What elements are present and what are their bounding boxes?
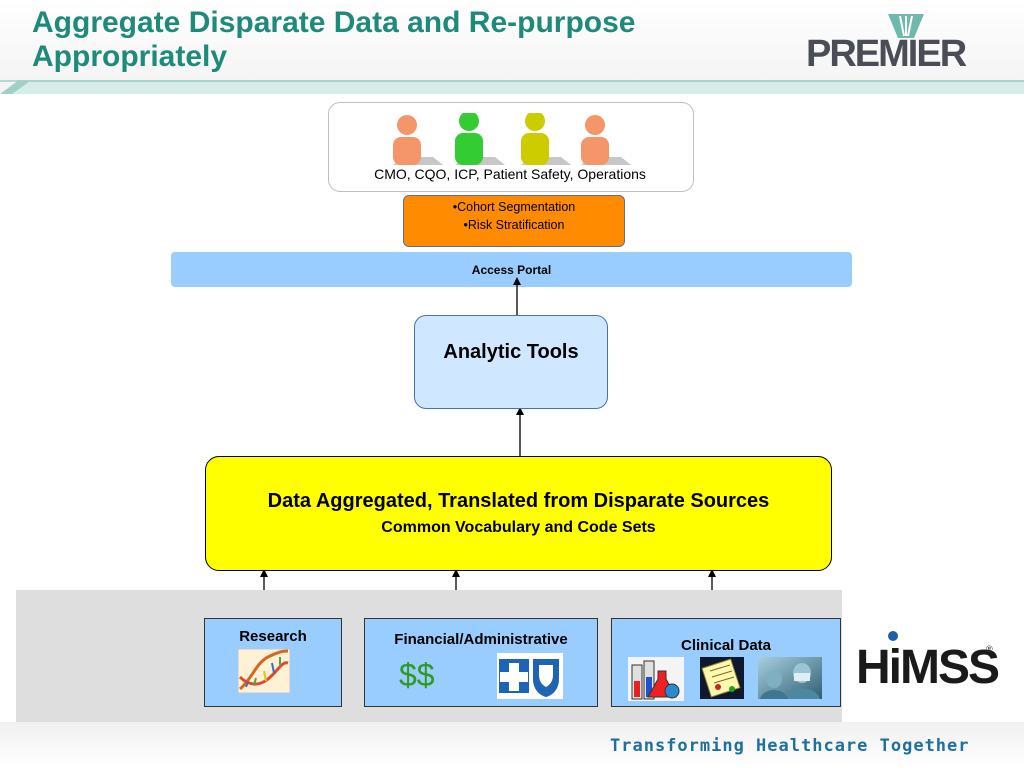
access-portal-label: Access Portal	[471, 263, 552, 277]
analysis-item: •Risk Stratification	[463, 218, 565, 232]
aggregation-title: Data Aggregated, Translated from Dispara…	[267, 490, 770, 512]
clinical-source-box: Clinical Data	[611, 618, 841, 707]
analysis-methods-box: •Cohort Segmentation •Risk Stratificatio…	[403, 195, 625, 247]
chart-icon	[700, 657, 744, 699]
research-source-box: Research	[204, 618, 342, 707]
premier-logo: PREMIER	[800, 14, 980, 74]
premier-logo-mark	[888, 14, 924, 38]
person-icon	[455, 113, 505, 165]
slide-title: Aggregate Disparate Data and Re-purpose …	[32, 6, 636, 73]
premier-logo-text: PREMIER	[806, 33, 967, 75]
dna-icon	[238, 649, 290, 693]
analysis-item: •Cohort Segmentation	[452, 200, 576, 214]
himss-logo-dot	[888, 631, 898, 641]
himss-logo: HiMSS ®	[856, 630, 1000, 700]
clinical-label: Clinical Data	[680, 637, 772, 654]
research-label: Research	[239, 628, 307, 645]
data-aggregation-box: Data Aggregated, Translated from Dispara…	[205, 456, 832, 571]
person-icon	[581, 115, 631, 165]
person-icon	[521, 113, 571, 165]
surgeon-icon	[758, 657, 822, 699]
access-portal-bar: Access Portal	[171, 252, 852, 287]
person-icon	[393, 115, 443, 165]
footer-tagline: Transforming Healthcare Together	[610, 736, 970, 756]
slide-footer	[0, 722, 1024, 768]
analytic-tools-label: Analytic Tools	[443, 341, 579, 363]
slide-header	[0, 0, 1024, 92]
lab-flask-icon	[628, 657, 684, 701]
financial-label: Financial/Administrative	[394, 631, 568, 648]
stakeholder-icons	[393, 113, 631, 165]
stakeholders-label: CMO, CQO, ICP, Patient Safety, Operation…	[374, 166, 646, 182]
stakeholders-box	[328, 102, 694, 192]
financial-source-box: Financial/Administrative $$	[364, 618, 598, 707]
blue-cross-icon	[497, 653, 563, 699]
himss-registered-mark: ®	[986, 644, 993, 654]
himss-logo-text: HiMSS	[856, 641, 1000, 694]
aggregation-subtitle: Common Vocabulary and Code Sets	[381, 519, 656, 536]
header-rule	[0, 80, 1024, 94]
dollar-symbol: $$	[399, 657, 435, 693]
analytic-tools-box: Analytic Tools	[414, 315, 608, 409]
